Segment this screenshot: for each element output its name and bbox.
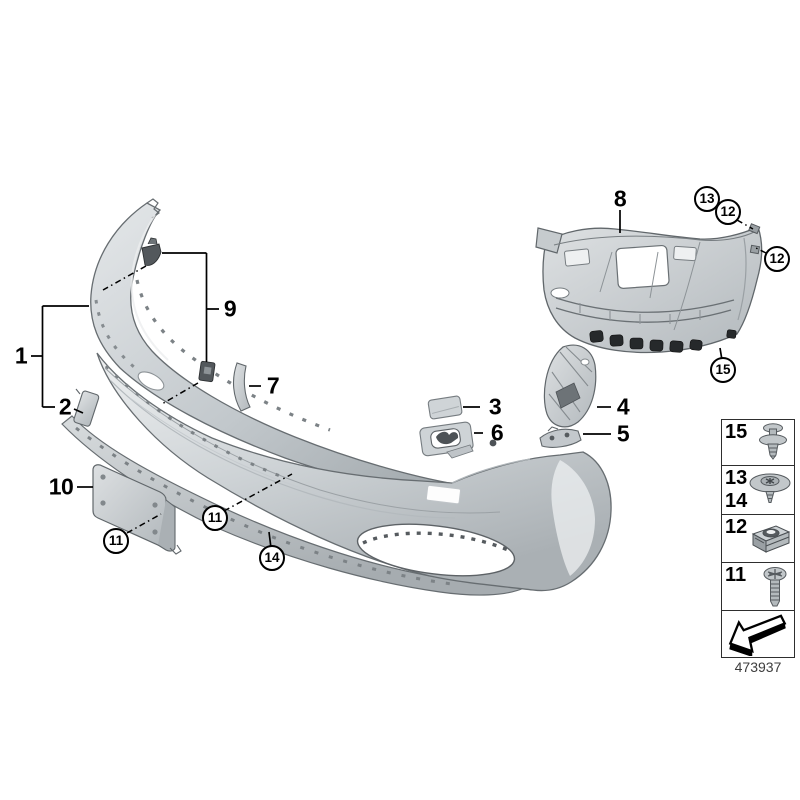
front-bumper-art — [96, 352, 612, 592]
plate-bracket-part10-art — [92, 464, 182, 555]
washer-cover-part3-art — [427, 395, 463, 420]
lower-bracket-art — [539, 426, 582, 448]
legend-label-13: 13 — [725, 467, 748, 489]
callout-14-circle: 14 — [259, 545, 285, 571]
callout-3: 3 — [488, 393, 502, 420]
direction-arrow-icon — [725, 612, 791, 656]
legend-label-15: 15 — [725, 421, 748, 443]
callout-15-circle: 15 — [710, 357, 736, 383]
callout-8: 8 — [613, 185, 627, 212]
callout-4: 4 — [616, 393, 630, 420]
fastener-legend: 15 13 14 12 — [721, 419, 795, 658]
pdc-sensor-mounts-part9-art — [141, 237, 216, 383]
legend-label-11: 11 — [725, 564, 747, 586]
legend-label-14: 14 — [725, 490, 748, 512]
callout-6: 6 — [490, 419, 504, 446]
callout-12-circle: 12 — [715, 199, 741, 225]
expanding-rivet-icon — [750, 421, 792, 465]
callout-5: 5 — [616, 420, 630, 447]
legend-label-12: 12 — [725, 516, 748, 538]
callout-10: 10 — [48, 473, 74, 500]
callout-2: 2 — [58, 393, 72, 420]
callout-7: 7 — [266, 372, 280, 399]
phillips-screw-icon — [756, 565, 792, 609]
callout-12-circle: 12 — [764, 246, 790, 272]
callout-11-circle: 11 — [202, 505, 228, 531]
legend-row-15: 15 — [722, 420, 794, 466]
leader-lines — [31, 210, 767, 549]
cage-nut-icon — [748, 521, 792, 557]
washer-screw-icon — [744, 468, 792, 512]
washer-cover-part2-art — [73, 388, 100, 427]
bumper-cover-art — [90, 198, 468, 501]
side-bracket-art — [543, 344, 597, 428]
diagram-part-number: 473937 — [734, 659, 782, 675]
callout-13-circle: 13 — [694, 186, 720, 212]
carrier-art — [535, 223, 763, 354]
legend-row-11: 11 — [722, 563, 794, 611]
callout-1: 1 — [14, 342, 28, 369]
callout-11-circle: 11 — [103, 528, 129, 554]
legend-row-12: 12 — [722, 515, 794, 563]
legend-row-direction — [722, 611, 794, 657]
tow-hook-cover-part6-art — [419, 421, 474, 459]
trim-strip-part7-art — [232, 362, 251, 412]
legend-row-13-14: 13 14 — [722, 466, 794, 515]
callout-9: 9 — [223, 295, 237, 322]
